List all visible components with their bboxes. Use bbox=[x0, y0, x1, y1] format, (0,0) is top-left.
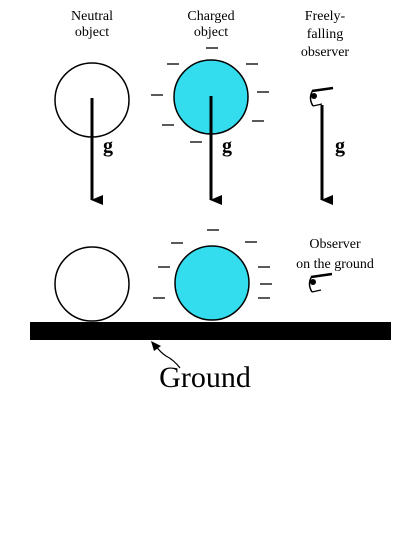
charged-ball-ground bbox=[174, 245, 250, 321]
neutral-ball-ground bbox=[54, 246, 130, 322]
charge-signs-top bbox=[151, 47, 269, 143]
ground-pointer bbox=[155, 345, 181, 369]
ground-bar bbox=[30, 322, 391, 340]
falling-observer-label-line2: falling bbox=[307, 27, 344, 42]
ground-pointer-head bbox=[151, 341, 161, 351]
falling-observer-label-line1: Freely- bbox=[305, 9, 346, 24]
charge-signs-ground bbox=[153, 229, 272, 299]
eye-icon bbox=[308, 272, 333, 293]
neutral-label-line2: object bbox=[75, 25, 109, 40]
charged-label-line1: Charged bbox=[187, 9, 234, 24]
charged-label-line2: object bbox=[194, 25, 228, 40]
ground-label: Ground bbox=[159, 361, 251, 394]
ground-observer-label-line2: on the ground bbox=[296, 257, 374, 272]
ground-observer-label-line1: Observer bbox=[309, 237, 361, 252]
gravity-label-charged: g bbox=[222, 135, 232, 157]
eye-icon bbox=[309, 86, 334, 107]
gravity-label-neutral: g bbox=[103, 135, 113, 157]
falling-observer-label-line3: observer bbox=[301, 45, 350, 60]
gravity-label-observer: g bbox=[335, 135, 345, 157]
neutral-label-line1: Neutral bbox=[71, 9, 113, 24]
